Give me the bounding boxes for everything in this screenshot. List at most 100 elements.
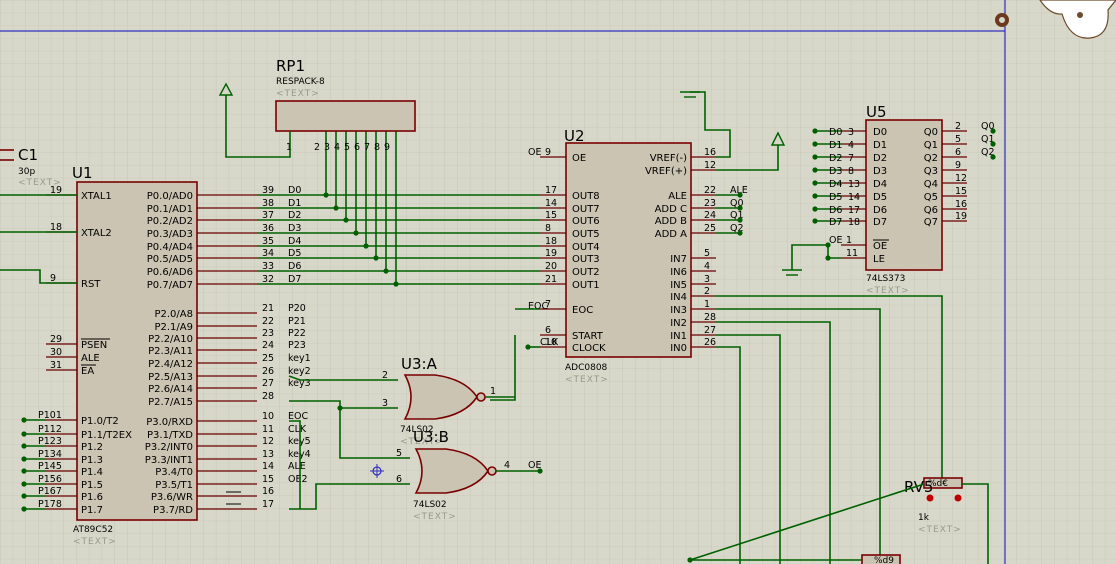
u2-pin-name: IN7: [670, 254, 687, 265]
u1-pin-number: 15: [262, 474, 274, 485]
u1-pin-number: 19: [50, 185, 62, 196]
u5-pin-name: D6: [873, 205, 887, 216]
u1-pin-name: P2.5/A13: [148, 372, 193, 383]
vref-plus-wire[interactable]: [716, 145, 779, 171]
u2-pin-number: 24: [704, 210, 716, 221]
rv6-label: %d9: [874, 556, 894, 564]
rv5-diagonal-wire[interactable]: [689, 483, 925, 561]
u5-pin-name: Q2: [924, 153, 938, 164]
junction-dot: [353, 230, 359, 236]
u5-pin-number: 16: [955, 199, 967, 210]
in4-wire[interactable]: [716, 295, 943, 478]
u2-pin-number: 17: [545, 185, 557, 196]
u1-pin-number: 29: [50, 334, 62, 345]
gear-icon[interactable]: [995, 13, 1009, 27]
in1-wire[interactable]: [716, 334, 781, 564]
crosshair-icon: [370, 464, 384, 478]
u1-pin-number: 24: [262, 340, 274, 351]
u3a-text-placeholder: <TEXT>: [400, 437, 444, 447]
net-label: D1: [288, 198, 301, 209]
c1-text-placeholder: <TEXT>: [18, 178, 62, 188]
u5-pin-name: LE: [873, 254, 885, 265]
u2-pin-number: 8: [545, 223, 551, 234]
rp1-pin-number: 3: [324, 142, 330, 153]
net-label: D1: [829, 140, 842, 151]
u1-body[interactable]: [76, 181, 198, 521]
u2-body[interactable]: [565, 142, 692, 358]
rp1-ref: RP1: [276, 57, 305, 75]
u2-pin-name: OUT8: [572, 191, 600, 202]
vref-minus-wire[interactable]: [690, 91, 731, 158]
u3b-pin-number: 5: [396, 448, 402, 459]
net-label: D7: [288, 274, 301, 285]
in2-wire[interactable]: [716, 321, 831, 564]
in3-wire[interactable]: [716, 308, 881, 555]
rv6-body[interactable]: [861, 554, 901, 564]
u5-body[interactable]: [865, 119, 943, 271]
power-terminal-icon[interactable]: [770, 131, 786, 146]
u1-pin-name: P3.0/RXD: [146, 417, 193, 428]
u1-pin-number: 28: [262, 391, 274, 402]
u1-pin-name: P0.1/AD1: [147, 204, 193, 215]
start-wire[interactable]: [490, 335, 516, 401]
u5-pin-name: D4: [873, 179, 887, 190]
u2-pin-number: 2: [704, 286, 710, 297]
junction-dot: [812, 128, 818, 134]
rv5-wire[interactable]: [962, 483, 989, 564]
u1-pin-number: 27: [262, 378, 274, 389]
u5-pin-name: Q1: [924, 140, 938, 151]
u3b-in2-wire[interactable]: [289, 483, 410, 510]
rp1-pin-number: 8: [374, 142, 380, 153]
u1-pin-name: PSEN: [81, 340, 107, 351]
u2-pin-name: OUT6: [572, 216, 600, 227]
u3a-in2-wire[interactable]: [289, 400, 398, 409]
in0-wire[interactable]: [716, 346, 741, 564]
net-label: ALE: [730, 185, 748, 196]
u5-pin-name: Q0: [924, 127, 938, 138]
u3a-in1-wire[interactable]: [288, 375, 398, 381]
junction-dot: [825, 255, 831, 261]
net-label: Q0: [730, 198, 744, 209]
u2-pin-number: 22: [704, 185, 716, 196]
u1-pin-number: 21: [262, 303, 274, 314]
net-label: P23: [288, 340, 306, 351]
rst-wire[interactable]: [0, 269, 77, 284]
u1-pin-number: 35: [262, 236, 274, 247]
net-label: P22: [288, 328, 306, 339]
u2-pin-name: ADD A: [655, 229, 687, 240]
rp1-pin-number: 2: [314, 142, 320, 153]
u1-pin-name: P2.7/A15: [148, 397, 193, 408]
u2-pin-number: 15: [545, 210, 557, 221]
rv5-ref: RV5: [904, 478, 933, 496]
net-label: D7: [829, 217, 842, 228]
inverter-bubble: [476, 392, 486, 402]
u1-pin-name: P3.5/T1: [155, 480, 193, 491]
u3b-pin-number: 4: [504, 460, 510, 471]
u3b-gate[interactable]: [414, 448, 489, 494]
rv5-body[interactable]: [923, 477, 963, 489]
power-terminal-icon[interactable]: [218, 82, 234, 96]
rp1-body[interactable]: [275, 100, 416, 132]
u5-pin-number: 17: [848, 205, 860, 216]
net-label: CLK: [288, 424, 307, 435]
rp1-common-wire[interactable]: [225, 95, 291, 158]
u3b-text-placeholder: <TEXT>: [413, 512, 457, 522]
gnd-wire[interactable]: [791, 244, 828, 270]
rv5-label: %d€: [928, 479, 948, 489]
u2-pin-name: ADD C: [655, 204, 687, 215]
net-label: OE: [528, 460, 541, 471]
u1-pin-number: P156: [38, 474, 62, 485]
u1-pin-name: P2.0/A8: [154, 309, 193, 320]
u3b-in1-wire[interactable]: [339, 408, 410, 459]
u5-pin-name: D1: [873, 140, 887, 151]
u2-pin-name: IN4: [670, 292, 687, 303]
u2-pin-name: IN6: [670, 267, 687, 278]
u3b-ref: U3:B: [413, 428, 449, 446]
p3-bus-wire[interactable]: [289, 420, 301, 509]
rp1-pin-number: 7: [364, 142, 370, 153]
net-label: P21: [288, 316, 306, 327]
u1-pin-number: P112: [38, 424, 62, 435]
u3a-gate[interactable]: [403, 374, 478, 420]
net-label: D2: [829, 153, 842, 164]
